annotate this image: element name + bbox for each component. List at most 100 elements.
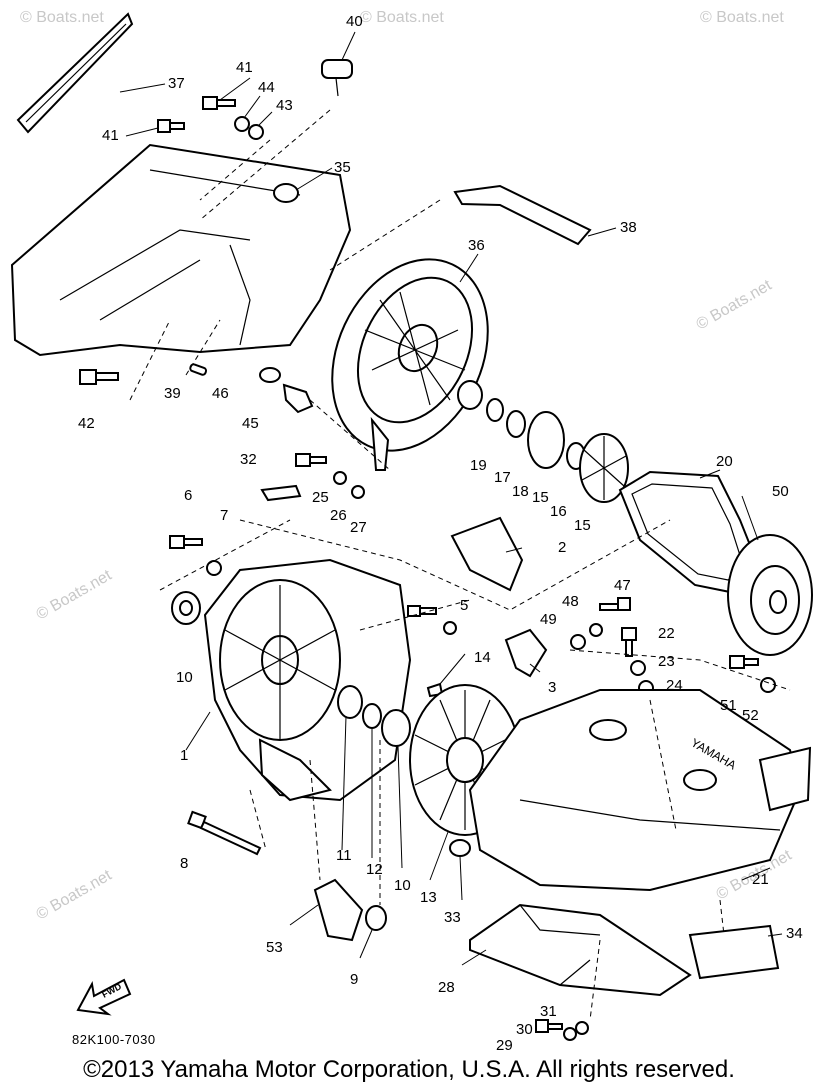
watermark-text: © Boats.net [694, 277, 776, 334]
callout-label: 29 [496, 1037, 513, 1050]
bolt-shank [95, 372, 119, 381]
washer-5 [443, 621, 457, 635]
callout-label: 18 [512, 483, 529, 500]
main-housing-1-foot [258, 738, 332, 802]
leader-line [341, 715, 347, 851]
callout-label: 31 [540, 1003, 557, 1020]
callout-label: 16 [550, 503, 567, 520]
callout-label: 52 [742, 707, 759, 724]
assembly-line [569, 649, 791, 691]
assembly-line [129, 319, 171, 401]
callout-label: 45 [242, 415, 259, 432]
assembly-line [239, 519, 671, 611]
assembly-line [199, 109, 331, 221]
callout-label: 21 [752, 871, 769, 888]
leader-line [587, 227, 617, 237]
main-housing-1-vanes [224, 585, 336, 740]
leader-line [397, 745, 403, 869]
shroud-21-contour [519, 799, 781, 831]
callout-label: 15 [532, 489, 549, 506]
callout-label: 26 [330, 507, 347, 524]
cover-plate-38 [453, 184, 592, 246]
exploded-parts-diagram: © Boats.net © Boats.net © Boats.net © Bo… [10, 9, 813, 1050]
diagram-code: 82K100-7030 [72, 1032, 156, 1047]
bolt-41-lower [157, 119, 185, 133]
callout-label: 12 [366, 861, 383, 878]
leader-line [439, 653, 466, 685]
bearing-12 [362, 703, 382, 729]
callout-label: 7 [220, 507, 228, 524]
bearing-10-right [381, 709, 411, 747]
bolt-head [621, 627, 637, 641]
leader-line [219, 77, 251, 101]
callout-labels: 37 40 41 44 43 41 35 38 36 42 39 46 45 1… [78, 13, 803, 1050]
callout-label: 10 [394, 877, 411, 894]
bolt-shank [625, 639, 633, 657]
leader-line [767, 933, 783, 937]
sheave-15-inner [579, 433, 629, 503]
bolt-29 [535, 1019, 563, 1033]
bolt-head [617, 597, 631, 611]
callout-label: 3 [548, 679, 556, 696]
callout-label: 22 [658, 625, 675, 642]
fan-13-hub [446, 737, 484, 783]
bolt-head [157, 119, 171, 133]
watermark-text: © Boats.net [20, 9, 104, 26]
watermark-text: © Boats.net [360, 9, 444, 26]
callout-label: 2 [558, 539, 566, 556]
callout-label: 46 [212, 385, 229, 402]
bolt-shank [547, 1023, 563, 1030]
shroud-21-boss [683, 769, 717, 791]
callout-label: 1 [180, 747, 188, 764]
bolt-5 [407, 605, 437, 617]
callout-label: 8 [180, 855, 188, 872]
leader-line [359, 929, 373, 959]
watermark-text: © Boats.net [34, 867, 116, 924]
collar-19 [457, 380, 483, 410]
leader-line [257, 111, 273, 127]
callout-label: 39 [164, 385, 181, 402]
callout-label: 40 [346, 13, 363, 30]
collar-9 [365, 905, 387, 931]
assembly-line [719, 899, 725, 936]
seal-11 [337, 685, 363, 719]
bolt-shank [199, 820, 262, 856]
bracket-45 [282, 383, 314, 414]
fan-housing-36 [331, 258, 489, 471]
bolt-shank [419, 607, 437, 615]
leader-line [295, 167, 333, 191]
washer-44 [234, 116, 250, 132]
callout-label: 49 [540, 611, 557, 628]
callout-label: 24 [666, 677, 683, 694]
bolt-8 [187, 810, 262, 856]
watermark-text: © Boats.net [700, 9, 784, 26]
callout-label: 13 [420, 889, 437, 906]
shroud-21: YAMAHA [468, 689, 812, 892]
callout-label: 53 [266, 939, 283, 956]
bolt-shank [309, 456, 327, 464]
callout-label: 38 [620, 219, 637, 236]
bolt-head [535, 1019, 549, 1033]
forward-arrow-icon: FWD [76, 978, 132, 1016]
callout-label: 11 [336, 847, 352, 864]
main-housing-1 [203, 558, 412, 802]
shroud-21-vent [758, 746, 812, 812]
grommet-33 [449, 839, 471, 857]
assembly-line [249, 789, 267, 851]
callout-label: 30 [516, 1021, 533, 1038]
leader-lines [119, 31, 783, 966]
washer-43 [248, 124, 264, 140]
callout-label: 9 [350, 971, 358, 988]
washer-26 [333, 471, 347, 485]
assembly-line [589, 939, 601, 1021]
leader-line [741, 867, 771, 881]
callout-label: 34 [786, 925, 803, 942]
leader-line [461, 949, 487, 966]
washer-7 [206, 560, 222, 576]
bolt-47 [599, 597, 631, 611]
callout-label: 20 [716, 453, 733, 470]
bolt-shank [169, 122, 185, 130]
bolt-shank [183, 538, 203, 546]
callout-label: 33 [444, 909, 461, 926]
leader-line [243, 95, 261, 119]
